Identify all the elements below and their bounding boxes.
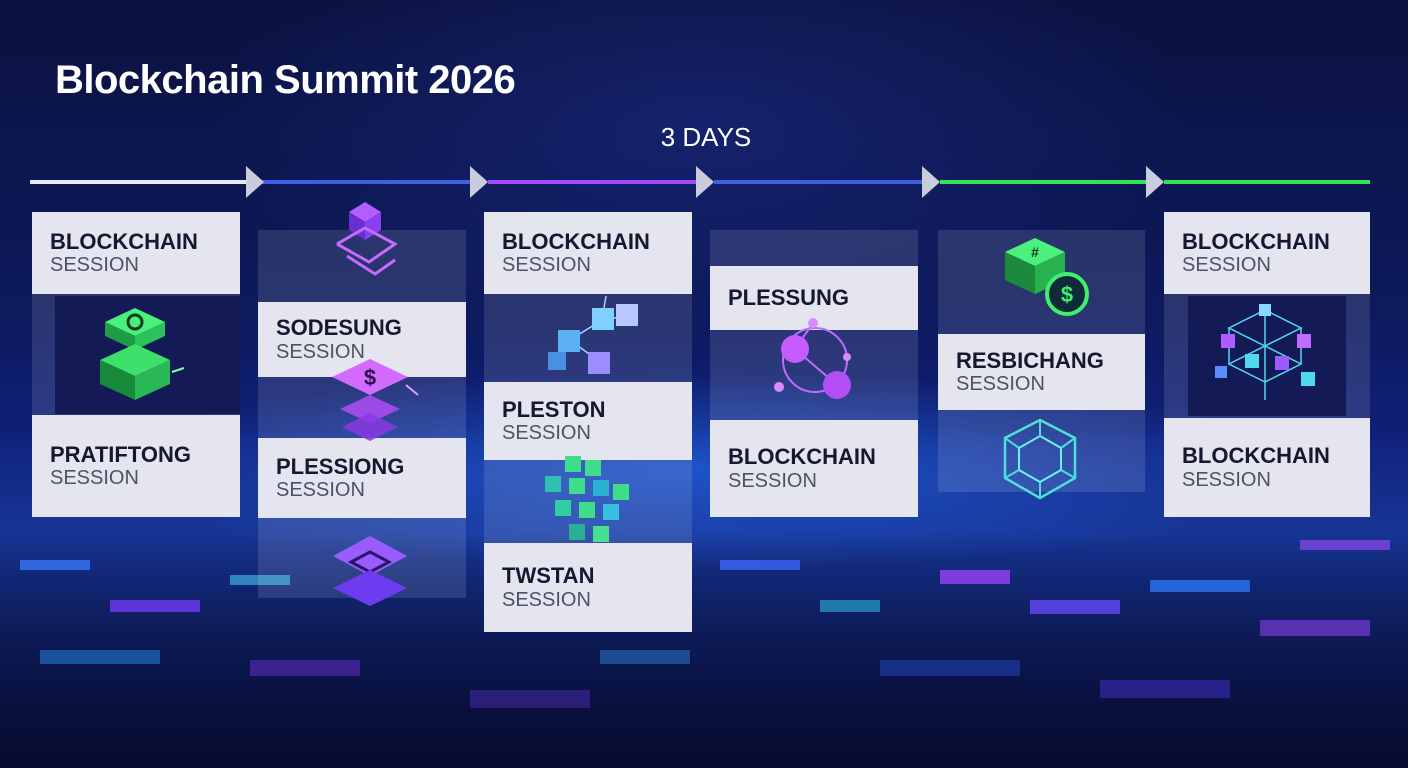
session-name: BLOCKCHAIN bbox=[502, 228, 650, 254]
green-cube-stack-icon bbox=[80, 300, 190, 410]
session-name: BLOCKCHAIN bbox=[1182, 228, 1330, 254]
timeline-arrow bbox=[0, 160, 1408, 210]
session-card[interactable]: BLOCKCHAIN SESSION bbox=[1164, 212, 1370, 294]
session-card[interactable]: PLESSUNG bbox=[710, 266, 918, 330]
session-card[interactable]: BLOCKCHAIN SESSION bbox=[32, 212, 240, 294]
session-sub: SESSION bbox=[50, 254, 139, 277]
session-name: BLOCKCHAIN bbox=[728, 444, 876, 470]
session-name: TWSTAN bbox=[502, 563, 595, 589]
cube-network-icon bbox=[540, 290, 650, 385]
svg-text:$: $ bbox=[1061, 282, 1073, 307]
session-sub: SESSION bbox=[502, 588, 591, 611]
session-card[interactable]: PLESTON SESSION bbox=[484, 382, 692, 460]
session-sub: SESSION bbox=[956, 373, 1045, 396]
session-card[interactable]: TWSTAN SESSION bbox=[484, 543, 692, 632]
session-name: PRATIFTONG bbox=[50, 441, 191, 467]
session-name: BLOCKCHAIN bbox=[1182, 443, 1330, 469]
svg-text:$: $ bbox=[364, 365, 376, 390]
session-name: RESBICHANG bbox=[956, 347, 1104, 373]
session-card[interactable]: BLOCKCHAIN SESSION bbox=[1164, 418, 1370, 517]
session-sub: SESSION bbox=[1182, 468, 1271, 491]
session-name: PLESSIONG bbox=[276, 453, 405, 479]
layered-block-icon bbox=[325, 530, 415, 610]
wireframe-cube-network-icon bbox=[1205, 300, 1325, 410]
session-sub: SESSION bbox=[728, 469, 817, 492]
session-card[interactable]: RESBICHANG SESSION bbox=[938, 334, 1145, 410]
svg-text:#: # bbox=[1031, 244, 1039, 260]
purple-cube-link-icon bbox=[325, 198, 405, 288]
session-card[interactable]: PLESSIONG SESSION bbox=[258, 438, 466, 518]
wireframe-polyhedron-icon bbox=[995, 414, 1085, 504]
session-sub: SESSION bbox=[502, 422, 591, 445]
green-box-coin-icon: # $ bbox=[995, 232, 1095, 322]
session-sub: SESSION bbox=[1182, 254, 1271, 277]
session-sub: SESSION bbox=[502, 254, 591, 277]
dollar-block-icon: $ bbox=[320, 355, 420, 450]
page-title: Blockchain Summit 2026 bbox=[55, 58, 516, 102]
session-name: SODESUNG bbox=[276, 315, 402, 341]
node-graph-icon bbox=[765, 315, 865, 410]
session-sub: SESSION bbox=[276, 479, 365, 502]
session-card[interactable]: BLOCKCHAIN SESSION bbox=[710, 420, 918, 517]
session-name: PLESSUNG bbox=[728, 285, 850, 311]
session-card[interactable]: PRATIFTONG SESSION bbox=[32, 415, 240, 517]
duration-label: 3 DAYS bbox=[660, 122, 752, 152]
session-sub: SESSION bbox=[50, 467, 139, 490]
session-sub: SESSION bbox=[276, 340, 365, 363]
session-card[interactable]: BLOCKCHAIN SESSION bbox=[484, 212, 692, 294]
session-name: PLESTON bbox=[502, 396, 606, 422]
session-name: BLOCKCHAIN bbox=[50, 228, 198, 254]
